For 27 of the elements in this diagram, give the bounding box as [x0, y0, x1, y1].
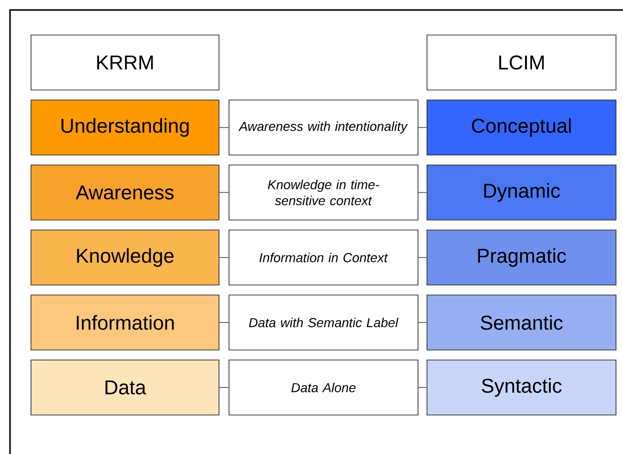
level-box: Awareness — [30, 164, 220, 220]
connector-line — [219, 127, 229, 128]
description-box: Knowledge in time-sensitive context — [228, 164, 418, 220]
level-box: Dynamic — [426, 164, 616, 220]
connector-line — [219, 322, 229, 323]
connector-line — [219, 192, 229, 193]
description-box: Data Alone — [228, 360, 418, 416]
level-box: Conceptual — [426, 100, 616, 156]
level-box: Understanding — [30, 100, 220, 156]
level-box: Syntactic — [426, 360, 616, 416]
description-box: Awareness with intentionality — [228, 100, 418, 156]
connector-line — [418, 387, 427, 388]
description-box: Data with Semantic Label — [228, 294, 418, 350]
level-box: Semantic — [426, 294, 616, 350]
connector-line — [418, 192, 427, 193]
connector-line — [219, 257, 229, 258]
header-box: LCIM — [426, 34, 616, 90]
connector-line — [418, 127, 427, 128]
level-box: Pragmatic — [426, 230, 616, 286]
description-box: Information in Context — [228, 230, 418, 286]
level-box: Data — [30, 360, 220, 416]
connector-line — [418, 322, 427, 323]
level-box: Information — [30, 294, 220, 350]
level-box: Knowledge — [30, 230, 220, 286]
connector-line — [418, 257, 427, 258]
connector-line — [219, 387, 229, 388]
header-box: KRRM — [30, 34, 220, 90]
